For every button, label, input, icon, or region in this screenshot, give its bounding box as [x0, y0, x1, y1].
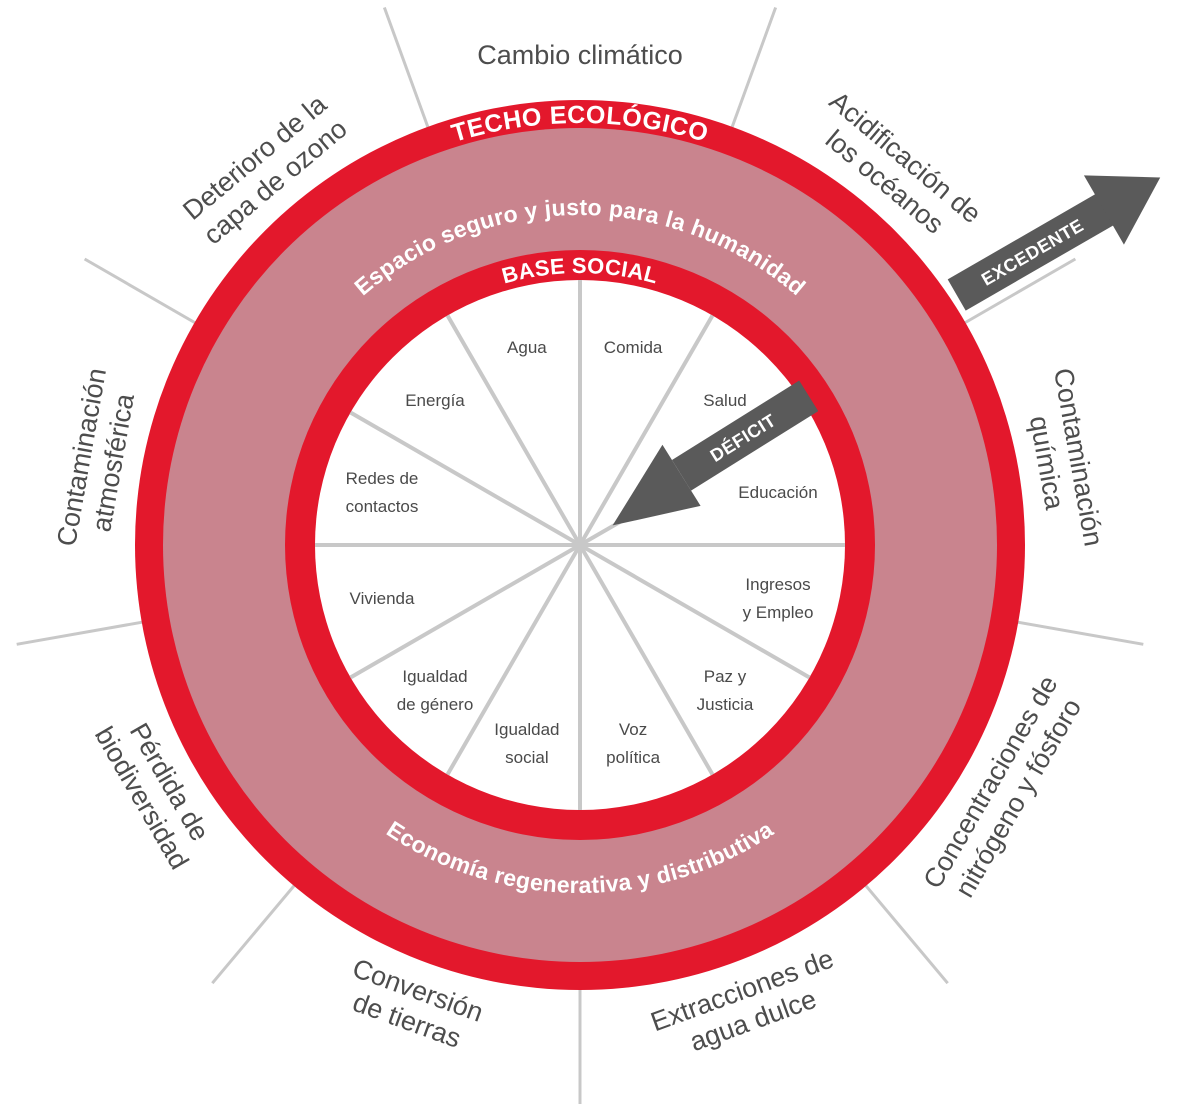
social-divider [445, 543, 582, 776]
shortfall-arrow: DÉFICIT [612, 380, 819, 526]
social-foundation-label-line: social [505, 748, 548, 767]
social-foundation-label: Educación [738, 483, 817, 502]
ecological-ceiling-label-line: Cambio climático [477, 40, 683, 70]
ecological-ceiling-label: Contaminaciónatmosférica [51, 366, 143, 554]
social-foundation-label-line: contactos [346, 497, 419, 516]
social-divider [445, 314, 582, 546]
ecological-ceiling-label: Contaminaciónquímica [1016, 366, 1108, 554]
social-foundation-label: Comida [604, 338, 663, 357]
social-foundation-label: Vivienda [350, 589, 415, 608]
social-foundation-label-line: de género [397, 695, 474, 714]
social-foundation-label: Agua [507, 338, 547, 357]
social-foundation-label-line: Educación [738, 483, 817, 502]
social-foundation-label-line: Ingresos [745, 575, 810, 594]
social-foundation-label-line: Salud [703, 391, 746, 410]
social-foundation-label: Paz y Justicia [697, 667, 754, 714]
social-divider [349, 543, 581, 680]
social-foundation-label-line: Voz [619, 720, 647, 739]
overshoot-arrow: EXCEDENTE [947, 175, 1161, 311]
social-foundation-label: Ingresos y Empleo [743, 575, 814, 622]
social-foundation-label-line: política [606, 748, 660, 767]
social-divider [578, 543, 715, 776]
social-foundation-label: Redes de contactos [346, 469, 419, 516]
social-foundation-label: Voz política [606, 720, 660, 767]
overshoot-label: EXCEDENTE [978, 215, 1087, 290]
social-foundation-label-line: Igualdad [402, 667, 467, 686]
social-foundation-label-line: Comida [604, 338, 663, 357]
social-foundation-label-line: y Empleo [743, 603, 814, 622]
social-foundation-label-line: Paz y [704, 667, 747, 686]
social-foundation-label-line: Redes de [346, 469, 419, 488]
social-foundation-label-line: Energía [405, 391, 465, 410]
social-foundation-label: Igualdad social [494, 720, 559, 767]
social-foundation-label-line: Igualdad [494, 720, 559, 739]
social-foundation-label-line: Justicia [697, 695, 754, 714]
social-foundation-label-line: Vivienda [350, 589, 415, 608]
social-foundation-label-line: Agua [507, 338, 547, 357]
social-divider [578, 314, 715, 546]
social-foundation-label: Igualdad de género [397, 667, 474, 714]
social-divider [578, 543, 811, 680]
social-divider [349, 410, 581, 547]
social-foundation-label: Energía [405, 391, 465, 410]
social-foundation-label: Salud [703, 391, 746, 410]
ecological-ceiling-label: Cambio climático [477, 40, 683, 70]
